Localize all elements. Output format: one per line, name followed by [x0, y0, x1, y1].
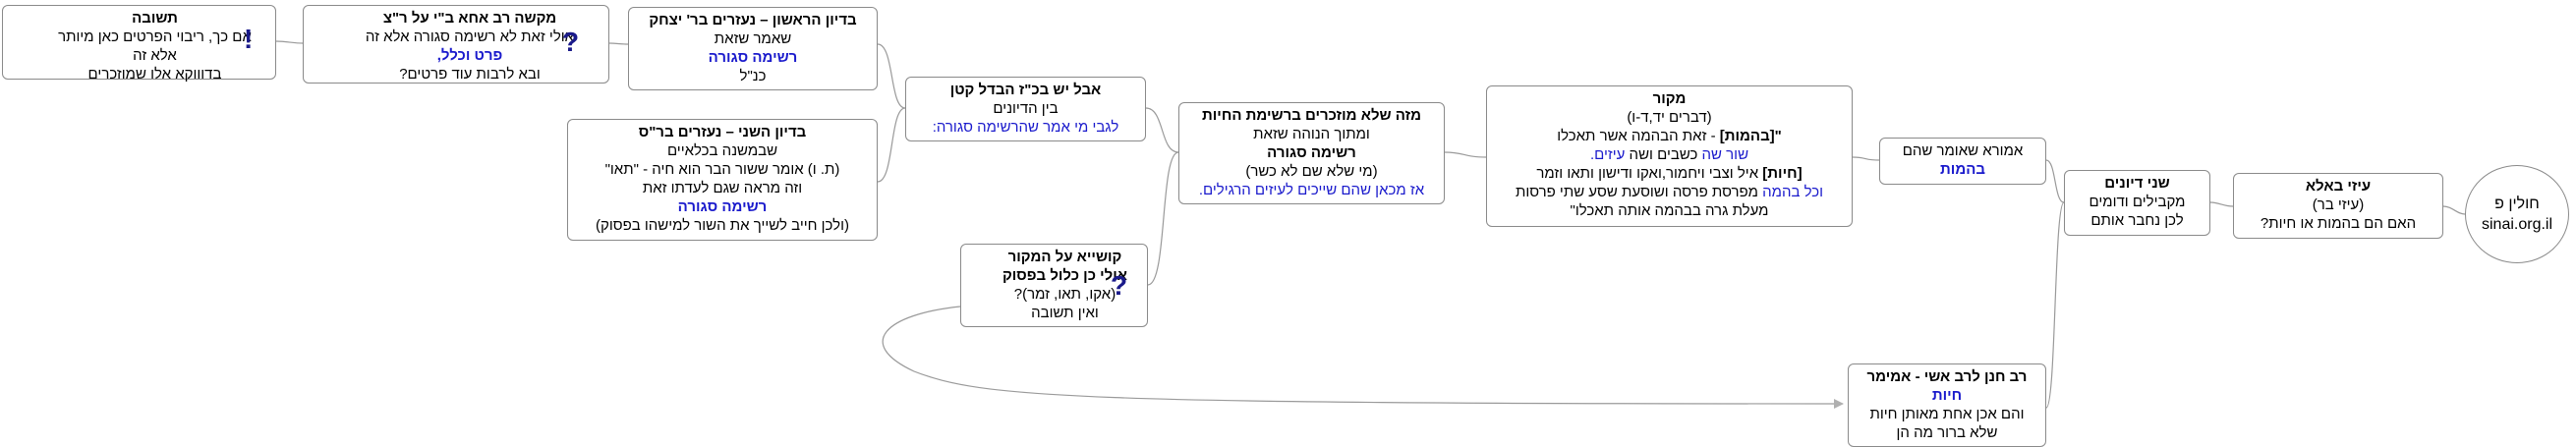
node-line: ומתוך הנוהה שזאת [1253, 126, 1370, 142]
node-line-highlight: פרט וכלל, [436, 47, 503, 64]
edge-makor-mize [1444, 151, 1487, 158]
node-kasha[interactable]: מקשה רב אחא ב"י על ר"צ אולי זאת לא רשימה… [303, 5, 609, 84]
node-line: בין הדיונים [993, 100, 1059, 117]
edge-amora-makor [1852, 156, 1880, 161]
node-line: והם אכן אחת מאותן חיות [1869, 406, 2025, 422]
node-dion1[interactable]: בדיון הראשון – נעזרים בר' יצחק שאמר שזאת… [628, 7, 878, 90]
node-title: עיזי באלא [2305, 178, 2372, 195]
node-aval[interactable]: אבל יש בכ"ז הבדל קטן בין הדיונים לגבי מי… [905, 77, 1146, 141]
node-kushia[interactable]: קושייא על המקור אולי כן כלול בפסוק (אקו,… [960, 244, 1148, 327]
node-amora[interactable]: אמורא שאומר שהם בהמות [1879, 138, 2046, 185]
node-line-highlight: חיות [1931, 387, 1963, 404]
question-icon: ? [1111, 270, 1128, 301]
label-behemot: "[בהמות] [1719, 128, 1782, 144]
node-line: וזה מראה שגם לעדתו זאת [642, 180, 803, 196]
edge-kasha-teshuva [275, 40, 304, 44]
edge-mize-kushia [1147, 151, 1179, 286]
label-chayot: [חיות] [1762, 165, 1803, 182]
node-line: אלא זה [133, 47, 177, 64]
node-title: קושייא על המקור [1007, 249, 1122, 265]
node-line: מעלת גרה בבהמה אותה תאכלו" [1570, 202, 1769, 219]
question-icon: ? [562, 27, 580, 57]
exclamation-icon: ! [244, 24, 254, 54]
edge-dion1-kasha [608, 42, 629, 45]
node-line: "[בהמות] - זאת הבהמה אשר תאכלו [1557, 128, 1782, 144]
node-line: (דברים יד,ד-ו) [1627, 109, 1712, 126]
node-line-highlight: רשימה סגורה [677, 198, 768, 215]
node-line: כנ"ל [739, 68, 767, 84]
edge-aval-dion1 [877, 43, 906, 109]
node-line: בדוווקא אלו שמוזכרים [87, 66, 222, 83]
node-title: מקשה רב אחא ב"י על ר"צ [382, 10, 557, 27]
node-line: מקבילים ודומים [2089, 194, 2186, 210]
node-line: אמורא שאומר שהם [1902, 142, 2024, 159]
node-line: אם כך, ריבוי הפרטים כאן מיותר [58, 28, 252, 45]
node-line-highlight: אז מכאן שהם שייכים לעיזים הרגילים. [1198, 182, 1425, 198]
node-title: מקור [1652, 90, 1687, 107]
edge-aval-dion2 [877, 107, 906, 183]
edge-kushia-rav [882, 306, 1844, 409]
node-line: [חיות] איל וצבי ויחמור,ואקו ודישון ותאו … [1536, 165, 1803, 182]
node-shnei-dionim[interactable]: שני דיונים מקבילים ודומים לכן נחבר אותם [2064, 170, 2210, 236]
node-line: האם הם בהמות או חיות? [2260, 215, 2417, 232]
node-title: תשובה [132, 10, 178, 27]
node-teshuva[interactable]: תשובה אם כך, ריבוי הפרטים כאן מיותר אלא … [2, 5, 276, 83]
root-site: sinai.org.il [2481, 216, 2553, 233]
node-dion2[interactable]: בדיון השני – נעזרים בר"ס שבמשנה בכלאיים … [567, 119, 878, 241]
node-title: בדיון השני – נעזרים בר"ס [638, 124, 807, 140]
node-line: רשימה סגורה [1267, 144, 1356, 161]
node-line-highlight: בהמות [1940, 161, 1985, 178]
node-line: ואין תשובה [1031, 305, 1099, 321]
node-line: (מי שלא שם לא כשר) [1245, 163, 1378, 180]
node-line: לכן נחבר אותם [2090, 212, 2184, 229]
root-node[interactable]: חולין פ sinai.org.il [2465, 165, 2569, 263]
node-line: (ולכן חייב לשייך את השור למישהו בפסוק) [596, 217, 849, 234]
node-line: שאמר שזאת [714, 30, 792, 47]
node-line: (אקו, תאו, זמר)? [1013, 286, 1116, 303]
node-title: אולי כן כלול בפסוק [1002, 267, 1128, 284]
edge-shnei-rav [2045, 201, 2065, 409]
node-title: רב חנן לרב אשי - אמימר [1866, 368, 2028, 385]
node-line: אולי זאת לא רשימה סגורה אלא זה [365, 28, 575, 45]
edge-shnei-amora [2045, 159, 2065, 203]
node-izzi-bala[interactable]: עיזי באלא (עיזי בר) האם הם בהמות או חיות… [2233, 173, 2443, 239]
edge-root-izzi [2442, 205, 2466, 215]
node-line-highlight: רשימה סגורה [708, 49, 798, 66]
node-title: שני דיונים [2104, 175, 2170, 192]
node-makor[interactable]: מקור (דברים יד,ד-ו) "[בהמות] - זאת הבהמה… [1486, 85, 1853, 227]
node-line: שבמשנה בכלאיים [666, 142, 778, 159]
node-line: שלא ברור מה הן [1896, 424, 1998, 441]
root-title: חולין פ [2494, 196, 2540, 212]
node-line: (עיזי בר) [2312, 196, 2365, 213]
node-rav-chanan[interactable]: רב חנן לרב אשי - אמימר חיות והם אכן אחת … [1848, 363, 2046, 447]
node-title: בדיון הראשון – נעזרים בר' יצחק [649, 12, 857, 28]
node-line-highlight: לגבי מי אמר שהרשימה סגורה: [932, 119, 1119, 136]
node-line: וכל בהמה מפרסת פרסה ושוסעת שסע שתי פרסות [1515, 184, 1824, 200]
node-mize[interactable]: מזה שלא מוזכרים ברשימת החיות ומתוך הנוהה… [1178, 102, 1445, 204]
edge-mize-aval [1145, 107, 1179, 153]
edge-izzi-shnei [2209, 201, 2234, 207]
node-title: אבל יש בכ"ז הבדל קטן [949, 82, 1102, 98]
node-line: (ת. ו) אומר ששור הבר הוא חיה - "תאו" [604, 161, 840, 178]
node-title: מזה שלא מוזכרים ברשימת החיות [1202, 107, 1421, 124]
node-line: שור שה כשבים ושה עיזים. [1589, 146, 1749, 163]
node-line: ובא לרבות עוד פרטים? [399, 66, 541, 83]
